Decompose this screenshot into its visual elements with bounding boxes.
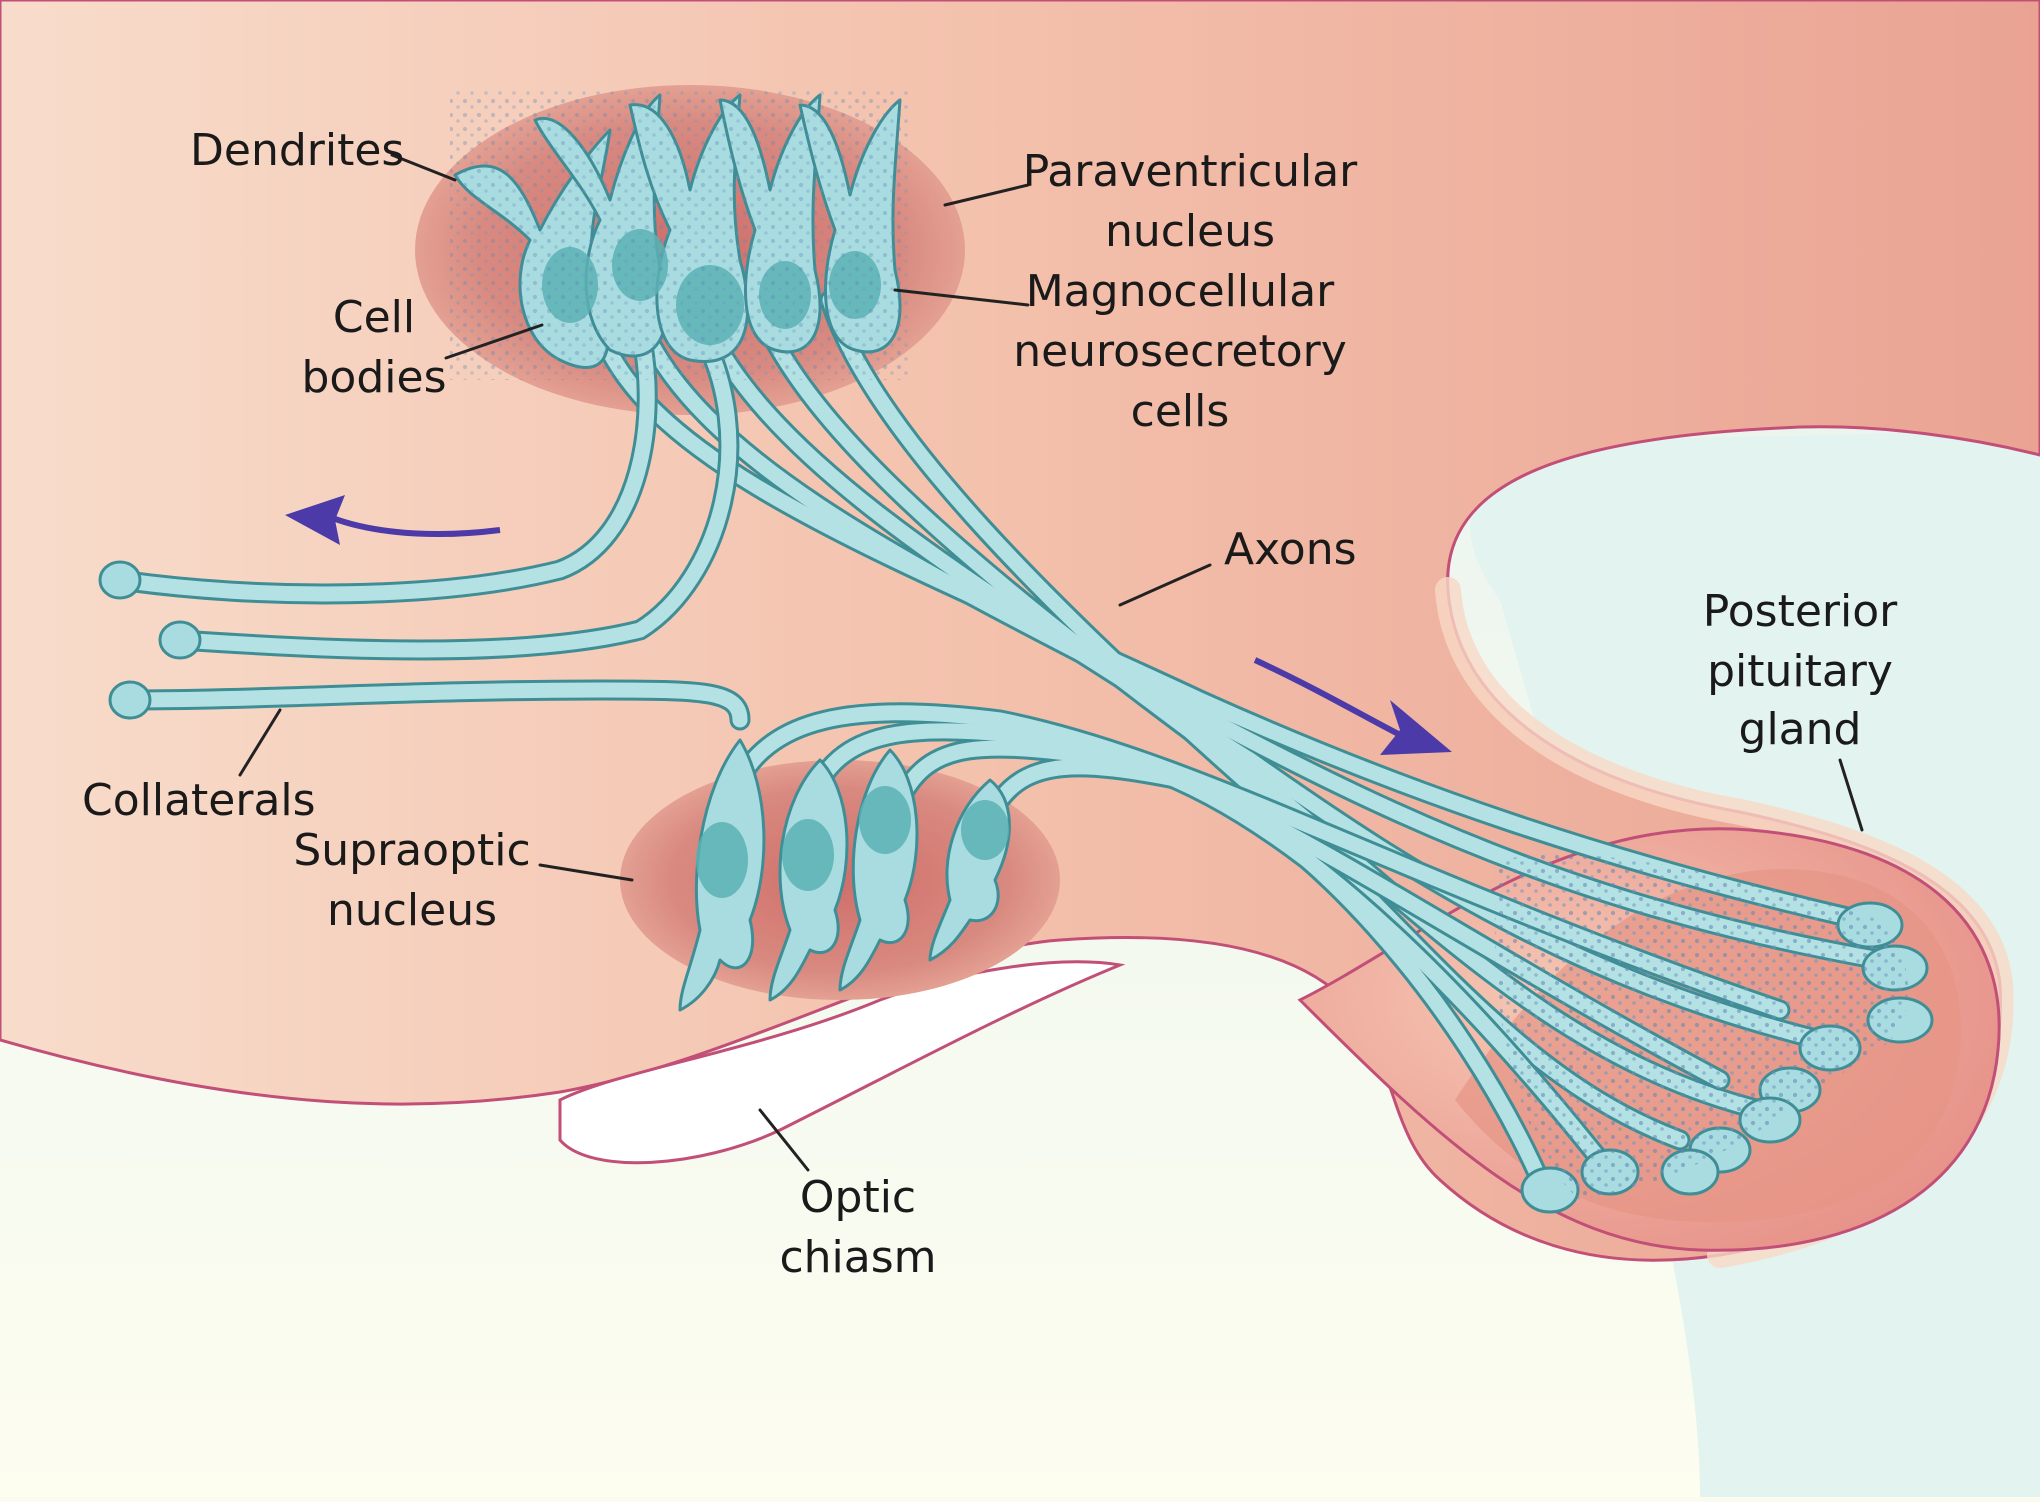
label-paraventricular-line2: nucleus bbox=[1105, 206, 1275, 257]
collateral-flow-arrow bbox=[323, 512, 501, 538]
label-axons: Axons bbox=[1224, 524, 1357, 575]
label-cell-bodies-line2: bodies bbox=[302, 352, 447, 403]
leader-lines bbox=[238, 153, 1864, 1172]
label-supraoptic-line2: nucleus bbox=[327, 885, 497, 936]
diagram-labels: Dendrites Cell bodies Paraventricular nu… bbox=[82, 125, 1898, 1283]
collaterals bbox=[98, 319, 751, 731]
label-collaterals: Collaterals bbox=[82, 775, 316, 826]
label-magnocellular-line2: neurosecretory bbox=[1013, 326, 1347, 377]
label-cell-bodies-line1: Cell bbox=[333, 292, 415, 343]
axon-terminals bbox=[1494, 854, 1934, 1214]
label-magnocellular-line3: cells bbox=[1131, 386, 1230, 437]
paraventricular-cells bbox=[450, 90, 910, 380]
axon-arrowhead bbox=[1380, 700, 1452, 755]
label-posterior-pituitary-line1: Posterior bbox=[1703, 586, 1898, 637]
supraoptic-cells bbox=[678, 738, 1011, 1012]
flow-arrows bbox=[285, 495, 1452, 755]
label-dendrites: Dendrites bbox=[190, 125, 404, 176]
label-paraventricular-line1: Paraventricular bbox=[1023, 146, 1358, 197]
collateral-arrowhead bbox=[285, 495, 345, 545]
label-magnocellular-line1: Magnocellular bbox=[1026, 266, 1335, 317]
label-posterior-pituitary-line3: gland bbox=[1739, 704, 1862, 755]
optic-chiasm bbox=[558, 960, 1126, 1165]
label-optic-chiasm-line2: chiasm bbox=[779, 1232, 936, 1283]
label-optic-chiasm-line1: Optic bbox=[800, 1172, 916, 1223]
axon-flow-arrow bbox=[1253, 657, 1412, 743]
label-supraoptic-line1: Supraoptic bbox=[293, 825, 530, 876]
label-posterior-pituitary-line2: pituitary bbox=[1707, 646, 1893, 697]
